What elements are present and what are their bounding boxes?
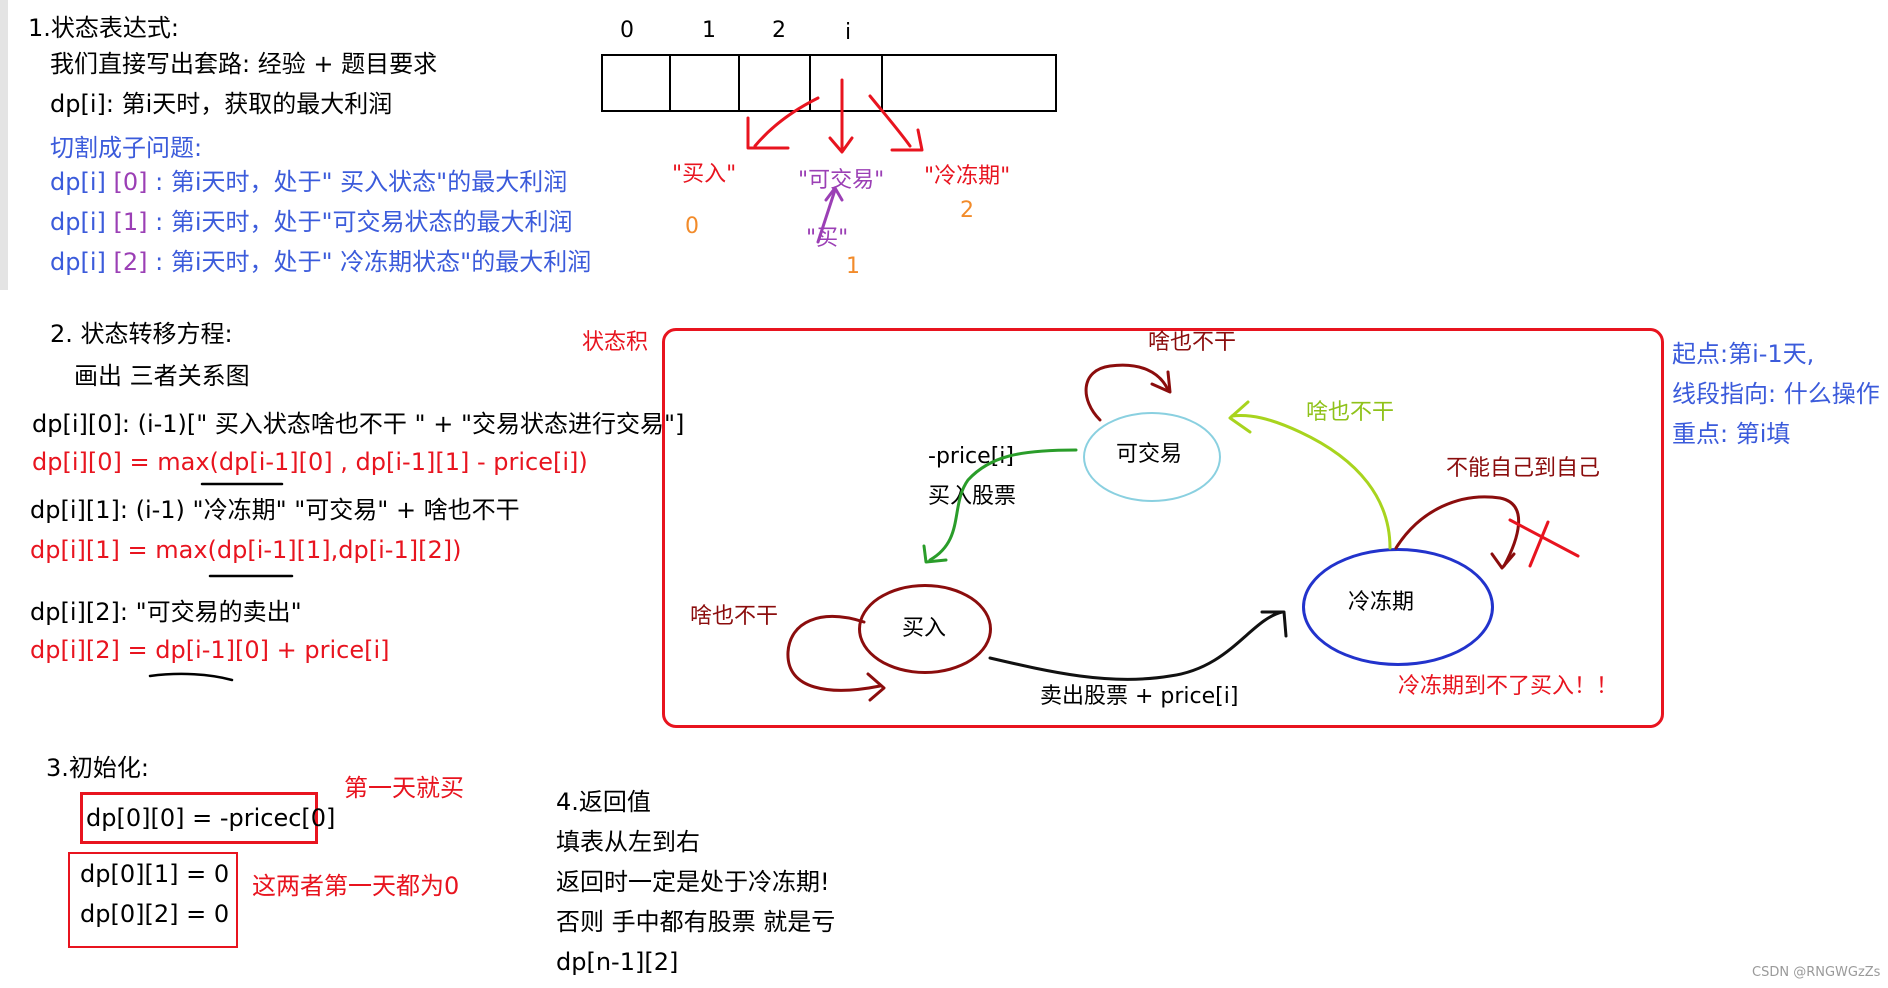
array-label-buy: "买入": [672, 162, 737, 187]
section4-line2: 返回时一定是处于冷冻期!: [556, 868, 830, 896]
sub-row-0: dp[i] [0] : 第i天时，处于" 买入状态"的最大利润: [50, 170, 567, 194]
purple-link: [816, 188, 837, 244]
section4-line4: dp[n-1][2]: [556, 948, 679, 976]
init12-box: [68, 852, 238, 948]
state-graph-side-label: 状态积: [582, 330, 649, 355]
array-num-2: 2: [960, 198, 974, 223]
sub-idx: dp[i]: [50, 248, 106, 276]
section1-sub-title: 切割成子问题:: [50, 134, 203, 162]
array-num-1: 1: [846, 254, 860, 279]
node-tradable-label: 可交易: [1116, 442, 1183, 467]
init12-note: 这两者第一天都为0: [252, 872, 460, 900]
init0-box: [80, 792, 318, 844]
section4-line1: 填表从左到右: [556, 828, 700, 856]
array-table: [601, 54, 1057, 112]
array-sub-label-buy: "买": [806, 226, 849, 251]
buy-to-freeze-label: 卖出股票 + price[i]: [1040, 684, 1239, 709]
array-cell-divider: [881, 56, 883, 110]
array-label-freeze: "冷冻期": [924, 164, 1011, 189]
purple-link-head: [824, 186, 844, 202]
tradable-to-buy: [928, 448, 1078, 562]
eq2-text: dp[i][2]: "可交易的卖出": [30, 598, 302, 626]
self-loop-buy-label: 啥也不干: [690, 604, 779, 629]
tradable-to-buy-head: [922, 544, 948, 564]
array-cell-divider: [669, 56, 671, 110]
sub-num: [0]: [105, 168, 148, 196]
array-index-0: 0: [620, 18, 634, 43]
arrow-to-freeze-head: [890, 128, 924, 152]
underline-eq2: [148, 672, 234, 682]
sub-row-2: dp[i] [2] : 第i天时，处于" 冷冻期状态"的最大利润: [50, 250, 591, 274]
arrow-to-buy-head: [746, 116, 790, 150]
left-edge-bar: [0, 0, 8, 290]
sub-idx: dp[i]: [50, 208, 106, 236]
array-arrows: [746, 78, 924, 244]
watermark: CSDN @RNGWGzZs: [1752, 965, 1881, 980]
freeze-self-attempt: [1394, 495, 1520, 568]
section3-title: 3.初始化:: [46, 754, 149, 782]
trade-to-buy-label-2: 买入股票: [928, 484, 1017, 509]
buy-to-freeze-head: [1260, 610, 1288, 638]
sub-num: [1]: [105, 208, 148, 236]
freeze-self-attempt-head: [1490, 552, 1516, 570]
sub-text: : 第i天时，处于" 冷冻期状态"的最大利润: [147, 248, 592, 276]
section2-draw: 画出 三者关系图: [74, 362, 250, 390]
note-line3: 重点: 第i填: [1672, 420, 1791, 448]
tradable-self-loop-head: [1150, 370, 1172, 394]
cross-mark-1: [1508, 518, 1580, 558]
buy-self-loop: [786, 615, 882, 692]
arrow-to-freeze: [868, 94, 912, 148]
graph-arrows: [786, 363, 1580, 702]
freeze-to-trade-label: 啥也不干: [1306, 400, 1395, 425]
buy-self-loop-head: [866, 672, 886, 702]
eq1-text: dp[i][1]: (i-1) "冷冻期" "可交易" + 啥也不干: [30, 496, 520, 524]
cross-mark-2: [1528, 520, 1550, 568]
freeze-to-tradable-head: [1228, 400, 1252, 434]
no-self-label: 不能自己到自己: [1446, 456, 1601, 481]
init2-text: dp[0][2] = 0: [80, 900, 230, 928]
section4-line3: 否则 手中都有股票 就是亏: [556, 908, 836, 936]
array-cell-divider: [809, 56, 811, 110]
node-buy: [858, 584, 992, 674]
arrow-to-buy: [753, 96, 820, 148]
buy-to-freeze: [988, 610, 1284, 681]
underlines: [148, 482, 294, 682]
sub-idx: dp[i]: [50, 168, 106, 196]
array-index-1: 1: [702, 18, 716, 43]
eq1-formula: dp[i][1] = max(dp[i-1][1],dp[i-1][2]): [30, 536, 462, 564]
array-label-tradable: "可交易": [798, 168, 885, 193]
node-freeze: [1302, 548, 1494, 666]
node-freeze-label: 冷冻期: [1348, 590, 1415, 615]
note-line1: 起点:第i-1天,: [1672, 340, 1815, 368]
array-index-2: 2: [772, 18, 786, 43]
section2-title: 2. 状态转移方程:: [50, 320, 233, 348]
section1-title: 1.状态表达式:: [28, 14, 179, 42]
array-index-i: i: [845, 20, 852, 45]
sub-text: : 第i天时，处于"可交易状态的最大利润: [147, 208, 573, 236]
init1-text: dp[0][1] = 0: [80, 860, 230, 888]
section1-line2: dp[i]: 第i天时，获取的最大利润: [50, 90, 393, 118]
sub-num: [2]: [105, 248, 148, 276]
eq0-text: dp[i][0]: (i-1)[" 买入状态啥也不干 " + "交易状态进行交易…: [32, 410, 685, 438]
freeze-to-tradable: [1230, 414, 1392, 550]
init0-text: dp[0][0] = -pricec[0]: [86, 804, 336, 832]
freeze-no-buy-label: 冷冻期到不了买入！！: [1398, 674, 1619, 699]
eq0-formula: dp[i][0] = max(dp[i-1][0] , dp[i-1][1] -…: [32, 448, 588, 476]
array-cell-divider: [738, 56, 740, 110]
sub-text: : 第i天时，处于" 买入状态"的最大利润: [147, 168, 568, 196]
node-tradable: [1083, 412, 1221, 502]
init0-note: 第一天就买: [344, 774, 464, 802]
self-loop-top-label: 啥也不干: [1148, 330, 1237, 355]
section4-title: 4.返回值: [556, 788, 651, 816]
node-buy-label: 买入: [902, 616, 947, 641]
array-num-0: 0: [685, 214, 699, 239]
section1-line1: 我们直接写出套路: 经验 + 题目要求: [50, 50, 438, 78]
state-graph-frame: [662, 328, 1664, 728]
tradable-self-loop: [1084, 363, 1170, 422]
note-line2: 线段指向: 什么操作: [1672, 380, 1880, 408]
eq2-formula: dp[i][2] = dp[i-1][0] + price[i]: [30, 636, 390, 664]
sub-row-1: dp[i] [1] : 第i天时，处于"可交易状态的最大利润: [50, 210, 573, 234]
arrow-to-tradable-head: [828, 136, 854, 154]
